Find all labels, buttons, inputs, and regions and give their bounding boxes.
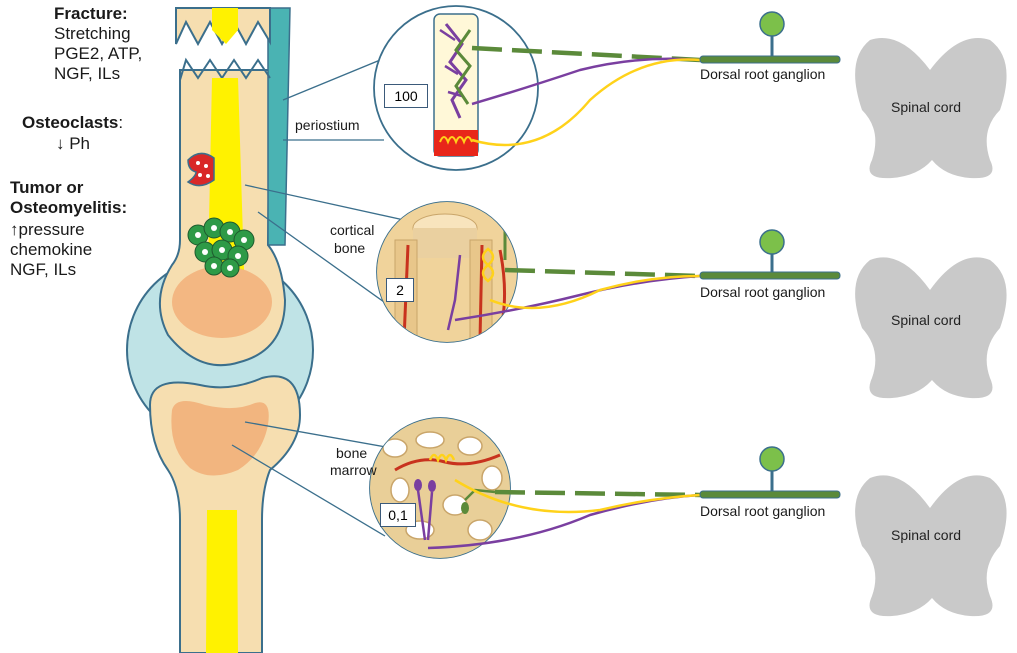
ganglion-label-bottom: Dorsal root ganglion (700, 503, 825, 519)
osteoclasts-colon: : (118, 113, 123, 132)
epiphysis-upper (172, 266, 272, 338)
zoom-cortical-bone (377, 202, 517, 342)
cortical-label-1: cortical (330, 222, 374, 239)
dorsal-root-ganglion-bottom (700, 447, 840, 498)
fracture-line-1: Stretching (54, 24, 131, 44)
spinal-cord-label-mid: Spinal cord (891, 312, 961, 328)
marrow-cavity-lower (206, 510, 238, 653)
osteoclasts-title: Osteoclasts (22, 113, 118, 132)
tumor-title-2: Osteomyelitis: (10, 198, 127, 218)
osteoclasts-line: ↓ Ph (56, 134, 90, 154)
osteoclasts-heading: Osteoclasts: (22, 113, 123, 133)
spinal-cord-label-bottom: Spinal cord (891, 527, 961, 543)
cortical-label-2: bone (334, 240, 365, 257)
periostium-label: periostium (295, 117, 360, 134)
fracture-line-2: PGE2, ATP, (54, 44, 142, 64)
fracture-title: Fracture: (54, 4, 128, 24)
bone-illustration (127, 8, 313, 653)
dorsal-root-ganglion-mid (700, 230, 840, 279)
dorsal-root-ganglion-top (700, 12, 840, 63)
marrow-label-1: bone (336, 445, 367, 462)
tumor-line-3: NGF, ILs (10, 260, 76, 280)
periosteum-strip (268, 8, 290, 245)
marrow-value-box: 0,1 (380, 503, 416, 527)
ganglion-label-top: Dorsal root ganglion (700, 66, 825, 82)
tumor-line-1: ↑pressure (10, 220, 85, 240)
ganglion-label-mid: Dorsal root ganglion (700, 284, 825, 300)
bone-fragment-marrow-top (212, 8, 238, 44)
osteoclast-cell (188, 153, 214, 185)
marrow-label-2: marrow (330, 462, 377, 479)
tumor-line-2: chemokine (10, 240, 92, 260)
zoom-bone-marrow (370, 418, 510, 558)
periostium-value-box: 100 (384, 84, 428, 108)
cortical-value-box: 2 (386, 278, 414, 302)
fracture-line-3: NGF, ILs (54, 64, 120, 84)
spinal-cord-label-top: Spinal cord (891, 99, 961, 115)
spinal-cord-bottom (855, 475, 1006, 616)
tumor-title-1: Tumor or (10, 178, 83, 198)
